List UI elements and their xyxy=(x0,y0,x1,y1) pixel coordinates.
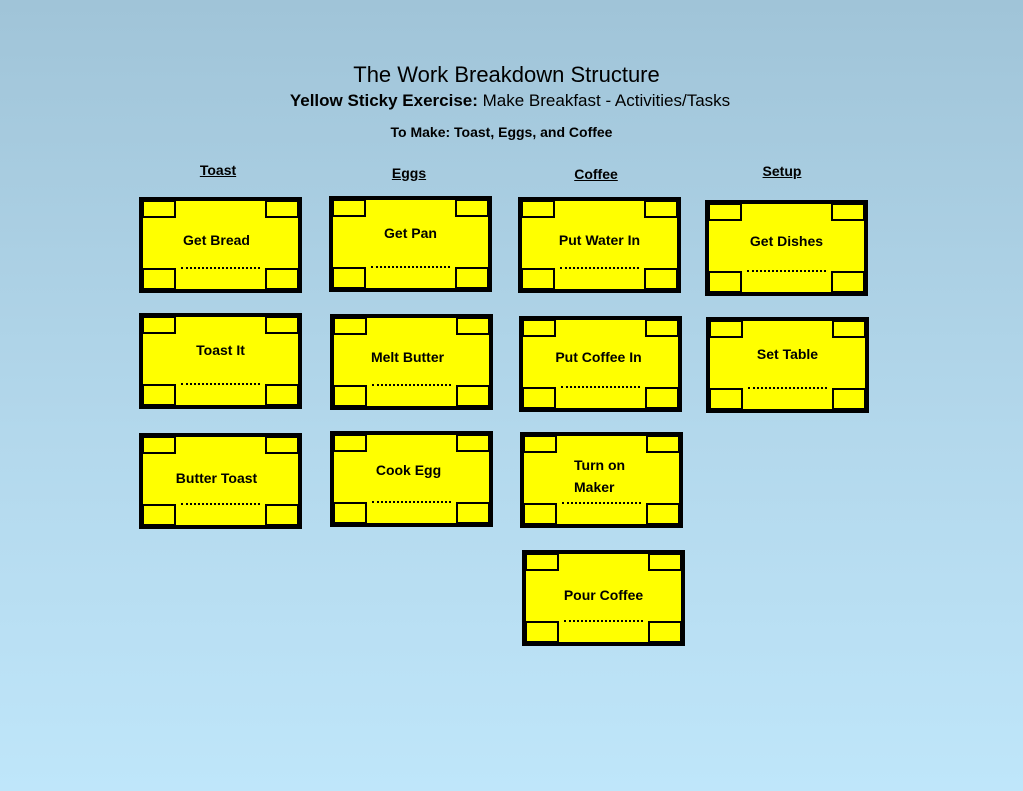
to-make-label: To Make: Toast, Eggs, and Coffee xyxy=(390,124,613,140)
page-title: The Work Breakdown Structure xyxy=(353,62,660,87)
heading-setup: Setup xyxy=(762,163,802,179)
task-label: Toast It xyxy=(196,342,245,358)
task-card-toast-it: Toast It xyxy=(139,313,302,409)
heading-toast: Toast xyxy=(199,162,237,178)
task-label: Cook Egg xyxy=(375,462,442,478)
task-label: Set Table xyxy=(756,346,819,362)
page-subtitle: Yellow Sticky Exercise: Make Breakfast -… xyxy=(0,90,1020,112)
heading-eggs: Eggs xyxy=(391,165,427,181)
task-card-get-bread: Get Bread xyxy=(139,197,302,293)
task-card-melt-butter: Melt Butter xyxy=(330,314,493,410)
task-card-set-table: Set Table xyxy=(706,317,869,413)
task-label: Butter Toast xyxy=(175,470,258,486)
task-card-turn-on-maker: Turn on Maker xyxy=(520,432,683,528)
task-label: Put Water In xyxy=(558,232,641,248)
task-card-get-dishes: Get Dishes xyxy=(705,200,868,296)
subtitle-bold: Yellow Sticky Exercise: xyxy=(289,91,478,110)
subtitle-rest: Make Breakfast - Activities/Tasks xyxy=(477,91,731,110)
task-label: Pour Coffee xyxy=(563,587,644,603)
task-card-get-pan: Get Pan xyxy=(329,196,492,292)
task-card-pour-coffee: Pour Coffee xyxy=(522,550,685,646)
task-card-butter-toast: Butter Toast xyxy=(139,433,302,529)
task-card-cook-egg: Cook Egg xyxy=(330,431,493,527)
task-label: Melt Butter xyxy=(370,349,445,365)
task-label: Get Pan xyxy=(384,225,437,241)
task-label: Get Bread xyxy=(183,232,250,248)
heading-coffee: Coffee xyxy=(574,166,618,182)
task-card-put-coffee-in: Put Coffee In xyxy=(519,316,682,412)
task-label: Put Coffee In xyxy=(555,349,642,365)
task-label: Get Dishes xyxy=(749,233,824,249)
task-label: Turn on Maker xyxy=(574,457,626,495)
task-card-put-water-in: Put Water In xyxy=(518,197,681,293)
